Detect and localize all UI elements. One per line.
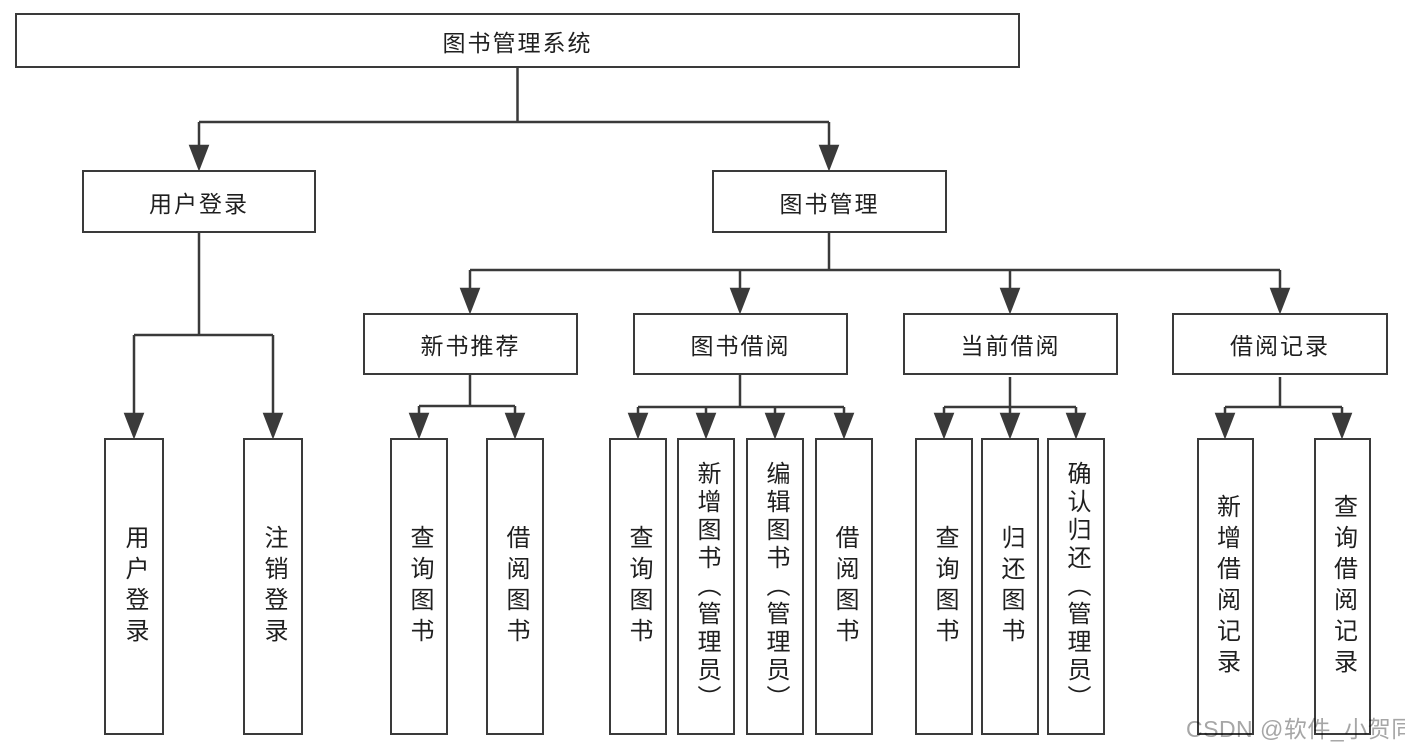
csdn-watermark: CSDN @软件_小贺同学	[1186, 716, 1405, 742]
leaf-return-books: 归还图书	[981, 438, 1039, 735]
leaf-confirm-return-admin-label: 确认归还（管理员）	[1063, 460, 1090, 713]
node-book-borrowing-label: 图书借阅	[690, 333, 791, 359]
leaf-borrow-books: 借阅图书	[815, 438, 873, 735]
node-borrowing-records-label: 借阅记录	[1230, 333, 1330, 359]
leaf-query-books-recommend: 查询图书	[390, 438, 448, 735]
leaf-confirm-return-admin: 确认归还（管理员）	[1047, 438, 1105, 735]
leaf-borrow-books-recommend-label: 借阅图书	[502, 524, 529, 649]
node-new-book-recommendation-label: 新书推荐	[420, 333, 521, 359]
leaf-query-borrow-record: 查询借阅记录	[1314, 438, 1371, 735]
leaf-logout-label: 注销登录	[260, 524, 287, 649]
node-user-login: 用户登录	[82, 170, 316, 233]
node-new-book-recommendation: 新书推荐	[363, 313, 578, 375]
leaf-query-books-current: 查询图书	[915, 438, 973, 735]
node-book-borrowing: 图书借阅	[633, 313, 848, 375]
leaf-add-borrow-record: 新增借阅记录	[1197, 438, 1254, 735]
leaf-edit-book-admin: 编辑图书（管理员）	[746, 438, 804, 735]
leaf-query-borrow-record-label: 查询借阅记录	[1329, 493, 1357, 680]
leaf-query-books-borrow: 查询图书	[609, 438, 667, 735]
node-root-system: 图书管理系统	[15, 13, 1020, 68]
node-current-borrowing: 当前借阅	[903, 313, 1118, 375]
leaf-query-books-borrow-label: 查询图书	[625, 524, 652, 649]
node-root-label: 图书管理系统	[442, 29, 593, 56]
leaf-return-books-label: 归还图书	[997, 524, 1024, 649]
leaf-borrow-books-label: 借阅图书	[831, 524, 858, 649]
node-borrowing-records: 借阅记录	[1172, 313, 1388, 375]
leaf-edit-book-admin-label: 编辑图书（管理员）	[762, 460, 789, 713]
leaf-add-borrow-record-label: 新增借阅记录	[1212, 493, 1240, 680]
leaf-logout: 注销登录	[243, 438, 303, 735]
node-user-login-label: 用户登录	[149, 190, 249, 217]
node-book-management: 图书管理	[712, 170, 947, 233]
leaf-user-login: 用户登录	[104, 438, 164, 735]
leaf-borrow-books-recommend: 借阅图书	[486, 438, 544, 735]
leaf-add-book-admin: 新增图书（管理员）	[677, 438, 735, 735]
leaf-user-login-label: 用户登录	[121, 524, 148, 649]
node-current-borrowing-label: 当前借阅	[960, 333, 1061, 359]
leaf-query-books-current-label: 查询图书	[931, 524, 958, 649]
node-book-management-label: 图书管理	[779, 190, 880, 217]
leaf-query-books-recommend-label: 查询图书	[406, 524, 433, 649]
leaf-add-book-admin-label: 新增图书（管理员）	[693, 460, 720, 713]
